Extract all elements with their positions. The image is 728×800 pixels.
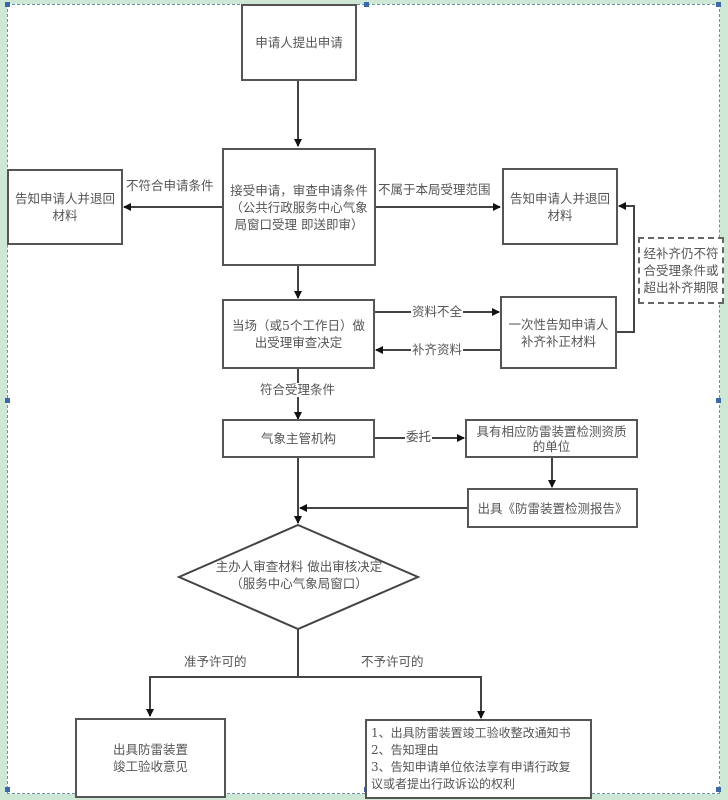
label-supplemented: 补齐资料 (411, 342, 464, 357)
node-supplement-failed[interactable]: 经补齐仍不符 合受理条件或 超出补齐期限 (638, 237, 724, 304)
edge-supplement-to-notify-right (617, 202, 635, 333)
node-notify-return-left[interactable]: 告知申请人并退回 材料 (7, 169, 123, 245)
node-notify-return-right[interactable]: 告知申请人并退回 材料 (502, 168, 618, 245)
decision-diamond[interactable] (176, 523, 421, 631)
label-meets-acceptance: 符合受理条件 (259, 382, 337, 397)
decision-text: 主办人审查材料 做出审核决定 （服务中心气象局窗口） (215, 559, 383, 591)
selection-handle[interactable] (5, 787, 10, 792)
node-qualified-unit[interactable]: 具有相应防雷装置检测资质 的单位 (465, 419, 638, 458)
selection-handle[interactable] (5, 2, 10, 7)
diagram-canvas (5, 2, 721, 794)
edge-decision-to-reject (298, 676, 485, 719)
selection-handle[interactable] (364, 2, 369, 7)
selection-handle[interactable] (716, 2, 721, 7)
node-approve-result[interactable]: 出具防雷装置 竣工验收意见 (75, 718, 226, 798)
label-rejected: 不予许可的 (361, 654, 424, 669)
label-entrust: 委托 (405, 429, 433, 444)
edge-decision-to-approve (146, 676, 298, 717)
node-decide[interactable]: 当场（或5个工作日）做 出受理审查决定 (222, 299, 375, 369)
node-notify-supplement[interactable]: 一次性告知申请人 补齐补正材料 (500, 296, 617, 369)
label-not-meet-conditions: 不符合申请条件 (126, 178, 214, 193)
selection-handle[interactable] (716, 787, 721, 792)
node-reject-result[interactable]: 1、出具防雷装置竣工验收整改通知书 2、告知理由 3、告知申请单位依法享有申请行… (365, 719, 592, 799)
node-report[interactable]: 出具《防雷装置检测报告》 (467, 488, 638, 528)
label-not-in-scope: 不属于本局受理范围 (378, 182, 491, 197)
node-authority[interactable]: 气象主管机构 (222, 419, 375, 458)
node-apply[interactable]: 申请人提出申请 (241, 4, 357, 81)
label-incomplete: 资料不全 (411, 304, 464, 319)
selection-handle[interactable] (716, 398, 721, 403)
selection-handle[interactable] (5, 398, 10, 403)
label-approved: 准予许可的 (184, 654, 247, 669)
node-accept-review[interactable]: 接受申请，审查申请条件 （公共行政服务中心气象 局窗口受理 即送即审） (222, 148, 376, 266)
